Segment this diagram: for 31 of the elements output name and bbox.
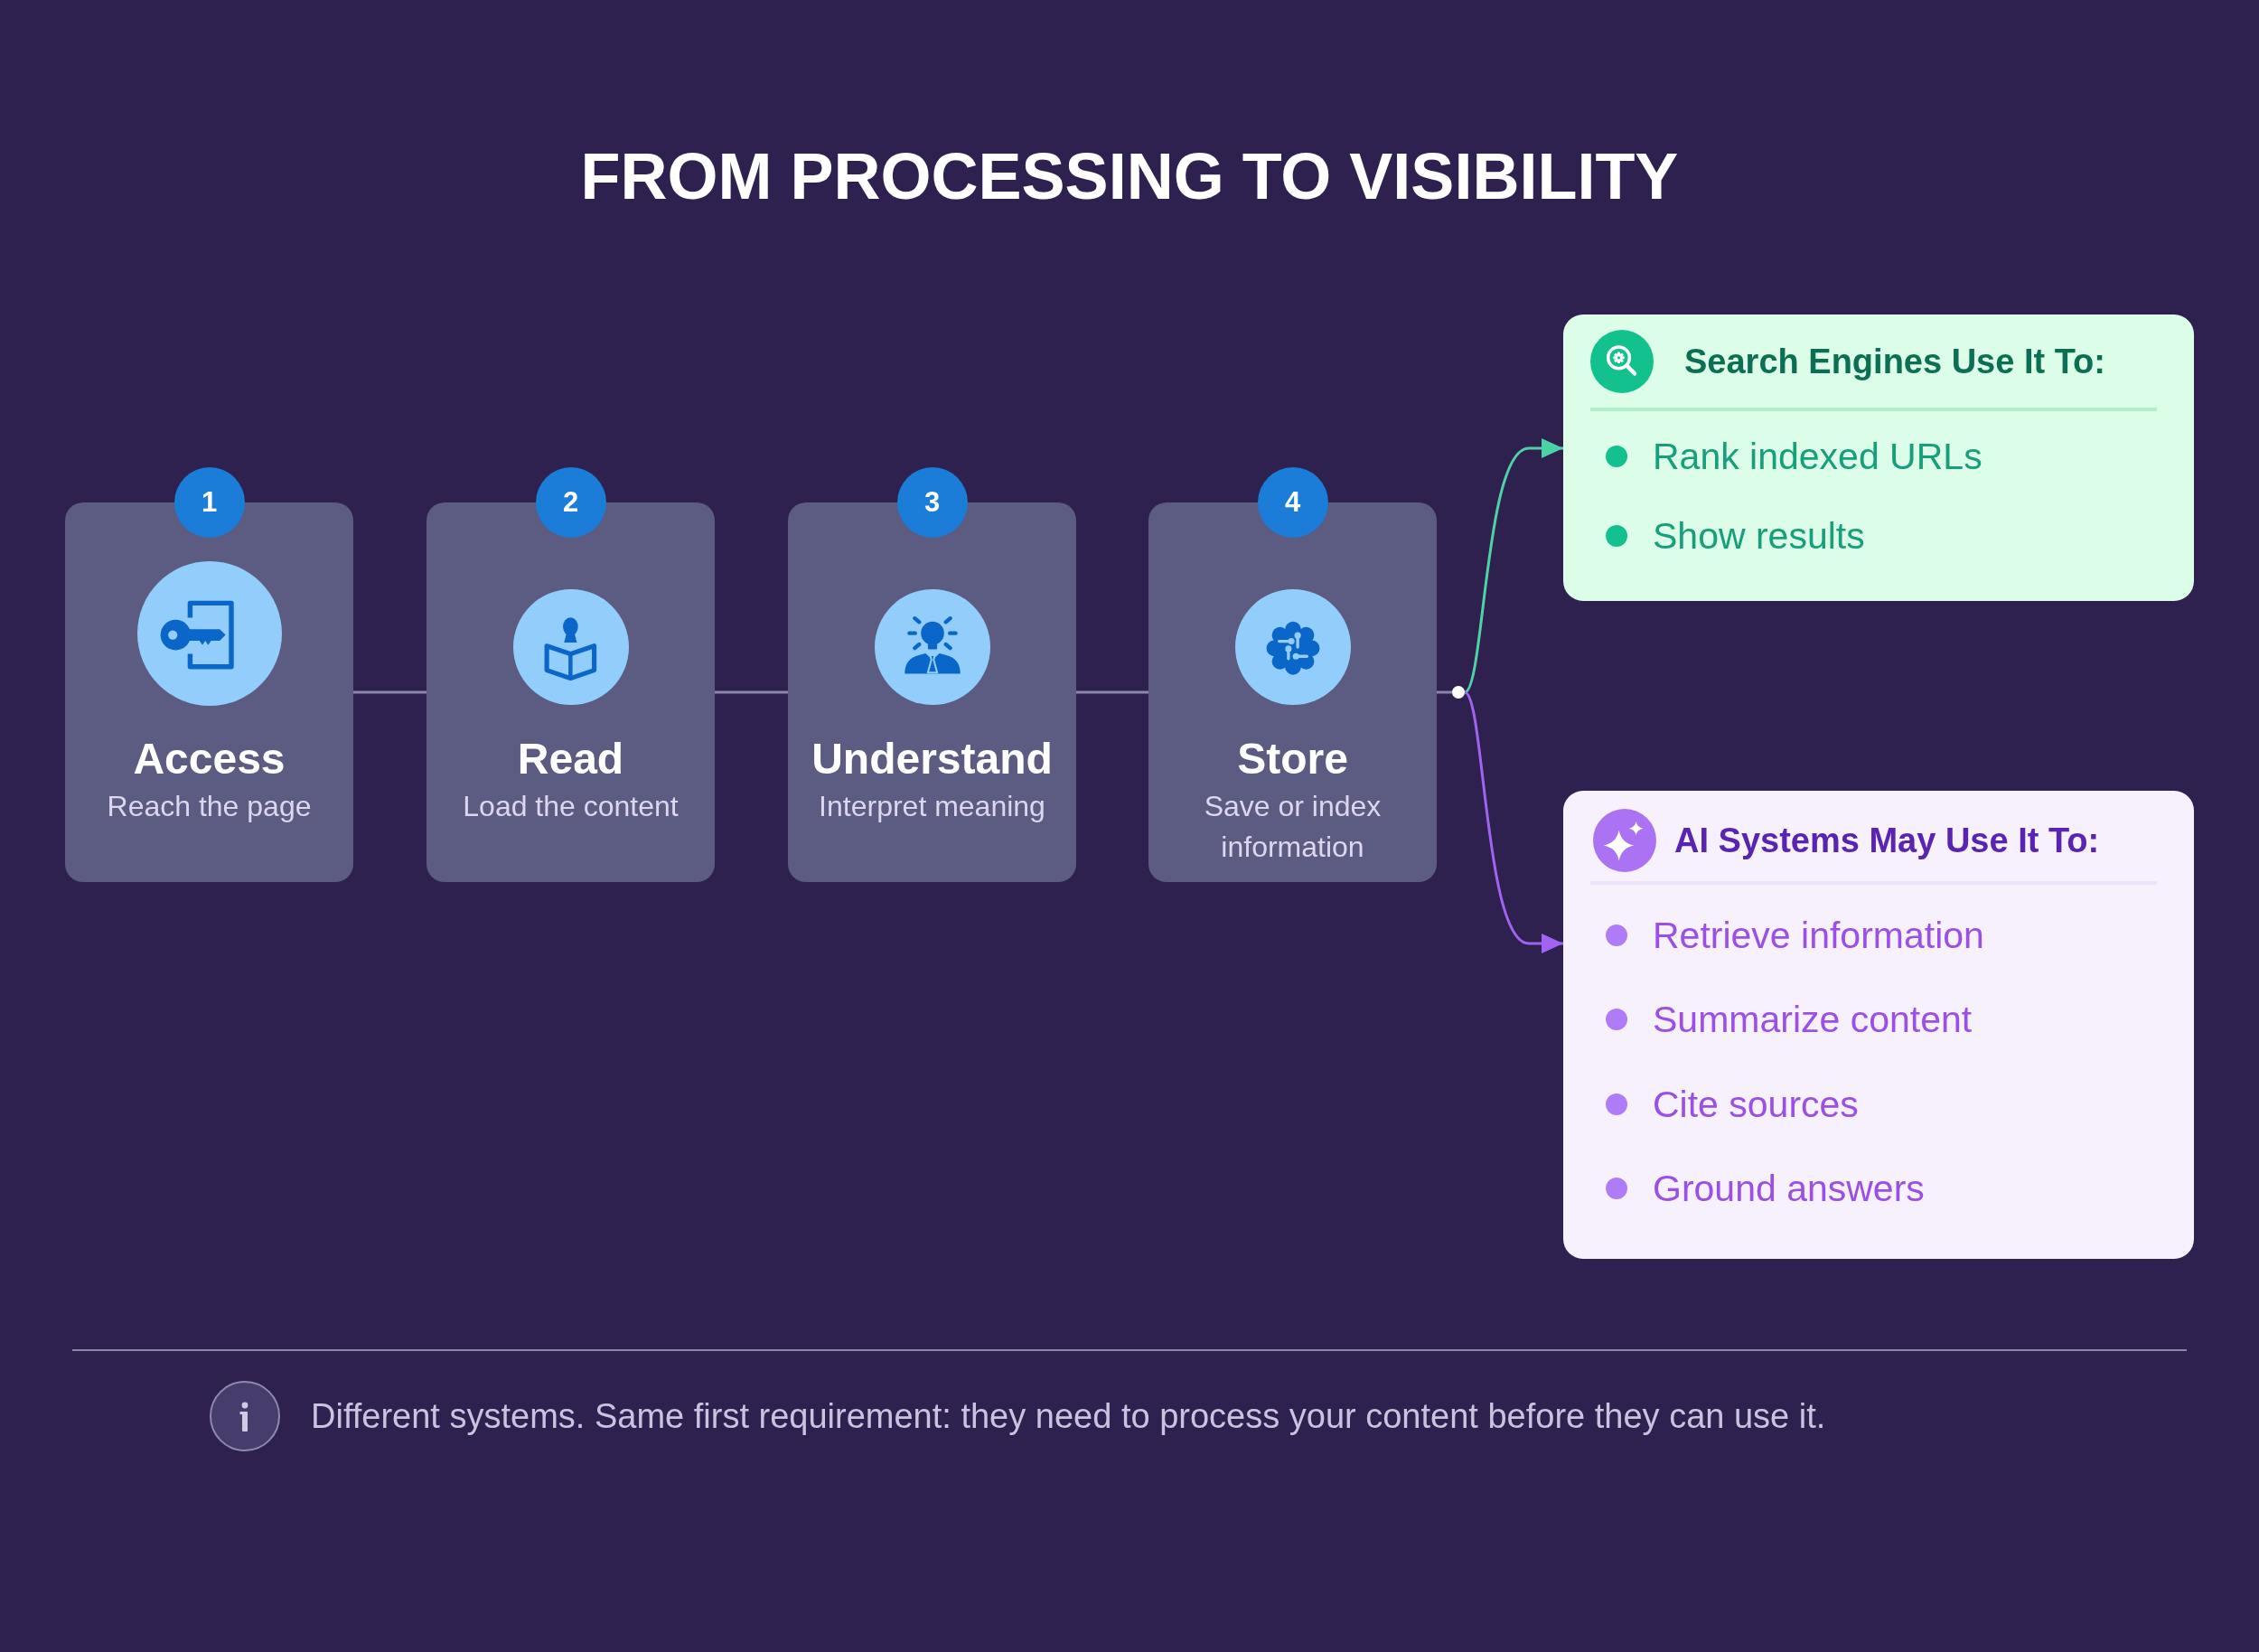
panel-heading: Search Engines Use It To:: [1684, 342, 2105, 381]
list-panel: [1563, 791, 2194, 1259]
list-item-text: Cite sources: [1653, 1082, 1859, 1127]
arrow: [1463, 438, 1563, 694]
list-item-text: Summarize content: [1653, 998, 1973, 1043]
list-item-text: Show results: [1653, 514, 1865, 558]
arrow: [1463, 691, 1563, 953]
connector-line: [1437, 690, 1452, 694]
connector-line: [1076, 690, 1148, 694]
step-description: Save or index information: [1203, 789, 1383, 865]
list-panel: [1563, 314, 2194, 601]
step-title: Read: [517, 734, 624, 784]
step-title: Store: [1237, 734, 1348, 784]
step-number-badge: 1: [173, 467, 245, 538]
connector-line: [715, 690, 788, 694]
diagram-title: FROM PROCESSING TO VISIBILITY: [580, 139, 1679, 214]
footnote-text: Different systems. Same first requirement: they need to process your content before they can use it.: [311, 1396, 1826, 1436]
step-description: Reach the page: [107, 789, 312, 824]
panel-heading: AI Systems May Use It To:: [1674, 821, 2100, 860]
list-item-text: Retrieve information: [1653, 914, 1984, 958]
step-number-badge: 2: [535, 467, 606, 538]
step-title: Understand: [811, 734, 1053, 784]
junction-dot: [1452, 686, 1465, 699]
step-description: Interpret meaning: [819, 789, 1045, 824]
connector-line: [353, 690, 426, 694]
step-number-badge: 3: [896, 467, 968, 538]
list-item-text: Ground answers: [1653, 1167, 1925, 1212]
step-title: Access: [133, 734, 286, 784]
step-description: Load the content: [463, 789, 679, 824]
list-item-text: Rank indexed URLs: [1653, 435, 1982, 479]
step-number-badge: 4: [1257, 467, 1328, 538]
